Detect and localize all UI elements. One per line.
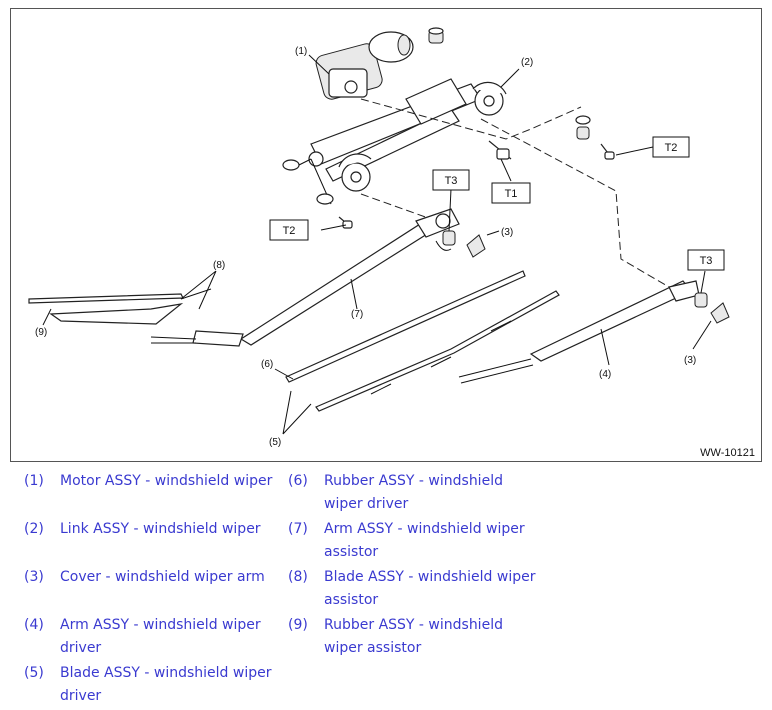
driver-arm bbox=[458, 280, 700, 384]
callout-7: (7) bbox=[351, 309, 363, 320]
driver-rubber bbox=[285, 270, 526, 383]
leader-t3b bbox=[700, 270, 706, 294]
driver-nut-cover bbox=[694, 292, 730, 324]
assistor-arm bbox=[150, 208, 460, 347]
fasteners bbox=[316, 115, 615, 229]
dash-line-b bbox=[480, 118, 682, 295]
callout-2: (2) bbox=[521, 57, 533, 68]
svg-text:T3: T3 bbox=[700, 255, 713, 267]
wiper-link bbox=[282, 78, 507, 205]
assistor-nut-cover bbox=[442, 230, 486, 258]
torque-box-t3a: T3 bbox=[432, 169, 470, 191]
callout-3b: (3) bbox=[684, 355, 696, 366]
leader-t1 bbox=[500, 158, 512, 182]
svg-text:T2: T2 bbox=[283, 225, 296, 237]
leader-t2b bbox=[320, 224, 347, 231]
callout-9: (9) bbox=[35, 327, 47, 338]
torque-box-t1: T1 bbox=[491, 182, 531, 204]
driver-blade bbox=[315, 290, 560, 412]
callout-6: (6) bbox=[261, 359, 273, 370]
leader-t2a bbox=[615, 146, 654, 156]
leader-7 bbox=[350, 278, 358, 310]
torque-box-t2b: T2 bbox=[269, 219, 309, 241]
leader-8 bbox=[180, 270, 217, 310]
grommet bbox=[428, 27, 444, 44]
leader-t3a bbox=[448, 188, 452, 232]
leader-4 bbox=[600, 328, 610, 366]
leader-1 bbox=[308, 54, 330, 75]
callout-1: (1) bbox=[295, 46, 307, 57]
svg-text:T3: T3 bbox=[445, 175, 458, 187]
assistor-blade bbox=[28, 288, 212, 325]
dash-line-c bbox=[360, 193, 432, 220]
leader-9 bbox=[42, 308, 52, 326]
torque-box-t2a: T2 bbox=[652, 136, 690, 158]
figure-id: WW-10121 bbox=[700, 447, 755, 459]
callout-8: (8) bbox=[213, 260, 225, 271]
callout-5: (5) bbox=[269, 437, 281, 448]
parts-legend: (1) Motor ASSY - windshield wiper (2) Li… bbox=[24, 473, 536, 704]
exploded-diagram: T1 T2 T2 T3 T3 (1) (2) (3) (3) (4) (5) (… bbox=[10, 8, 762, 462]
callout-3a: (3) bbox=[501, 227, 513, 238]
leader-3b bbox=[692, 320, 712, 350]
leader-5 bbox=[282, 390, 312, 435]
dash-line-a bbox=[360, 98, 582, 140]
diagram-drawing: T1 T2 T2 T3 T3 (1) (2) (3) (3) (4) (5) (… bbox=[28, 27, 755, 459]
leader-3a bbox=[486, 230, 500, 236]
wiper-motor bbox=[315, 31, 414, 100]
torque-box-t3b: T3 bbox=[687, 249, 725, 271]
leader-6 bbox=[274, 368, 294, 380]
svg-text:T1: T1 bbox=[505, 188, 518, 200]
leader-2 bbox=[500, 68, 520, 88]
svg-text:T2: T2 bbox=[665, 142, 678, 154]
callout-4: (4) bbox=[599, 369, 611, 380]
